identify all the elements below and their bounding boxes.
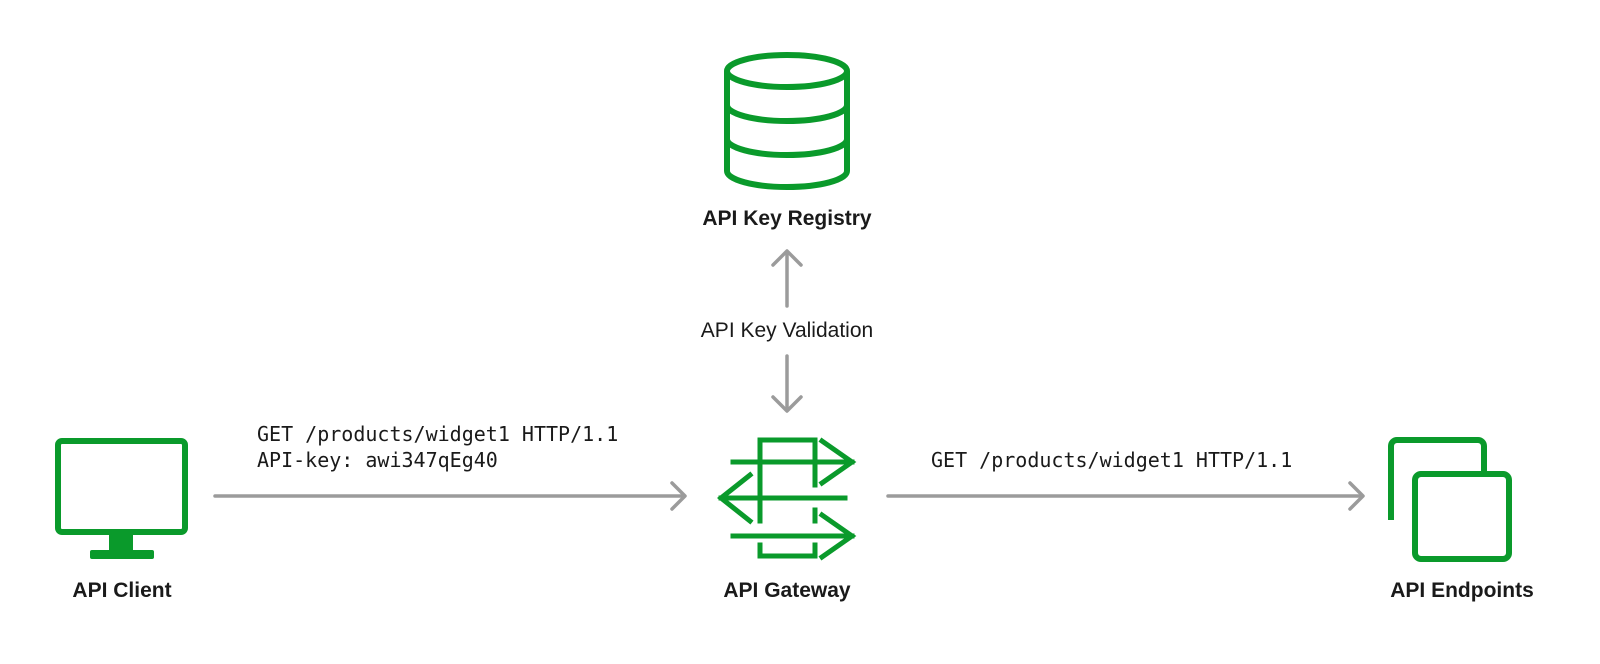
- gateway-arrows-icon: [716, 437, 857, 561]
- arrow-to-registry: [771, 249, 803, 308]
- client-label: API Client: [72, 579, 172, 602]
- validation-label: API Key Validation: [700, 319, 874, 342]
- database-icon: [724, 52, 850, 190]
- arrow-gateway-to-endpoints: [886, 481, 1365, 511]
- arrow-to-gateway-from-validation: [771, 354, 803, 413]
- gateway-request-line1: GET /products/widget1 HTTP/1.1: [931, 448, 1293, 472]
- stacked-windows-icon: [1388, 437, 1512, 562]
- client-request-line2: API-key: awi347qEg40: [257, 448, 498, 472]
- gateway-label: API Gateway: [723, 579, 851, 602]
- client-request-line1: GET /products/widget1 HTTP/1.1: [257, 422, 619, 446]
- endpoints-label: API Endpoints: [1390, 579, 1534, 602]
- arrow-client-to-gateway: [213, 481, 687, 511]
- registry-label: API Key Registry: [702, 207, 872, 230]
- monitor-icon: [55, 438, 188, 559]
